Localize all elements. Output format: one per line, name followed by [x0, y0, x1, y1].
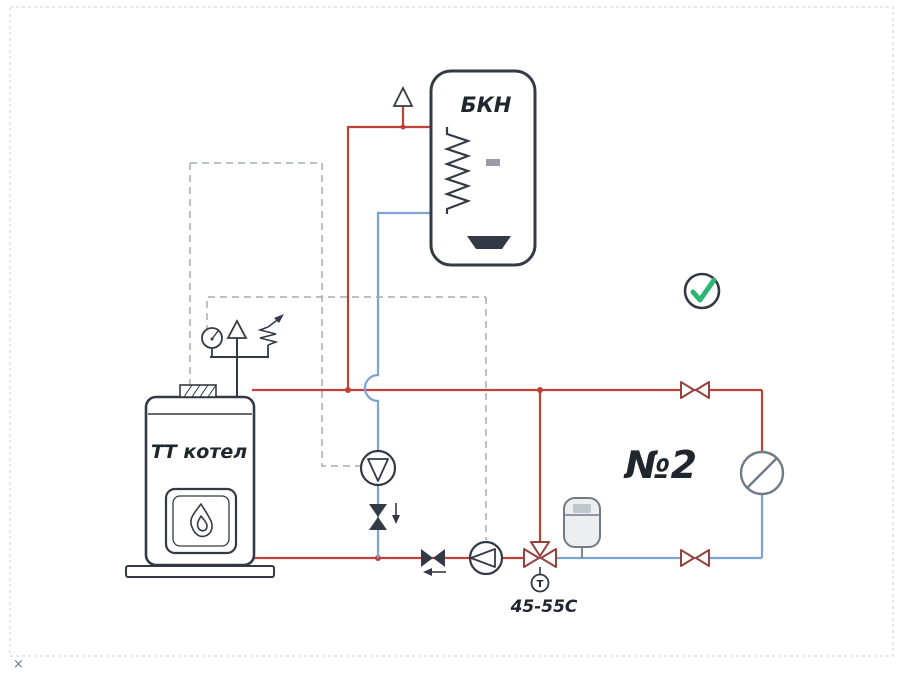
check-valve-left: [421, 549, 433, 567]
checkmark-icon: [683, 272, 721, 310]
boiler-base: [125, 565, 275, 578]
valve-icon: [695, 549, 710, 567]
shutoff-valve-icon: [369, 517, 387, 530]
heating-pump-group: [468, 540, 504, 576]
circuit-number-label: №2: [623, 443, 697, 487]
sensor-pocket: [486, 159, 500, 166]
valve-icon: [680, 549, 695, 567]
air-vent-icon: [392, 85, 414, 107]
three-way-valve-group: T 45-55С: [510, 541, 578, 617]
air-vent-icon: [226, 319, 248, 339]
check-valve-right: [433, 549, 445, 567]
checkmark-stroke: [690, 277, 717, 303]
safety-valve-arrowhead: [274, 314, 284, 323]
indirect-water-heater: БКН: [429, 69, 537, 267]
sensor-wiring: [189, 162, 487, 540]
safety-valve-spring: [257, 326, 279, 346]
boiler-door: [164, 487, 238, 555]
ball-valve-return: [680, 549, 710, 567]
boiler-label: ТТ котел: [151, 441, 247, 463]
expansion-tank-cap: [573, 504, 591, 513]
flow-arrowhead: [423, 568, 432, 576]
safety-valve-icon: [257, 314, 284, 357]
pump-impeller: [367, 458, 389, 482]
return-pipe-from-tank: [363, 211, 447, 558]
ball-valve-supply: [680, 381, 710, 399]
shutoff-circle-icon: [739, 450, 785, 496]
flow-arrowhead: [392, 515, 400, 524]
pipe-junction: [345, 387, 351, 393]
thermometer-letter: T: [537, 579, 544, 590]
tank-flange: [467, 236, 511, 249]
solid-fuel-boiler: ТТ котел: [125, 384, 275, 578]
gauge-needle: [211, 330, 219, 340]
shutoff-valve-icon: [369, 504, 387, 517]
valve-icon: [680, 381, 695, 399]
return-pipes: [363, 211, 764, 560]
heating-coil-icon: [443, 127, 472, 214]
tank-body: [429, 69, 537, 267]
sensor-line-mid: [206, 296, 486, 332]
flame-icon: [190, 503, 213, 538]
check-valve-icon: [421, 549, 446, 576]
pipe-junction: [537, 387, 543, 393]
mix-temp-label: 45-55С: [510, 597, 578, 617]
valve-icon: [695, 381, 710, 399]
three-way-valve-icon: [530, 541, 550, 557]
tank-label: БКН: [461, 93, 512, 117]
expansion-tank: [563, 497, 601, 558]
shutoff-slash: [746, 457, 778, 489]
flue-connection: [179, 384, 217, 398]
sensor-line-to-dhw-pump: [321, 163, 360, 467]
flue-block: [179, 384, 217, 398]
corner-mark: ×: [13, 657, 24, 672]
supply-pipe-to-tank: [346, 125, 447, 390]
three-way-valve-icon: [523, 548, 540, 568]
pump-impeller: [470, 548, 496, 568]
boiler-door-inner: [172, 495, 230, 547]
thermometer-icon: [530, 573, 550, 593]
page-border: [9, 6, 894, 657]
flue-hatch: [183, 384, 217, 398]
three-way-valve-icon: [540, 548, 557, 568]
safety-group: [201, 314, 284, 397]
pipe-junction: [400, 124, 406, 130]
gauge-pivot: [210, 337, 214, 341]
dhw-pump-group: [359, 449, 400, 530]
